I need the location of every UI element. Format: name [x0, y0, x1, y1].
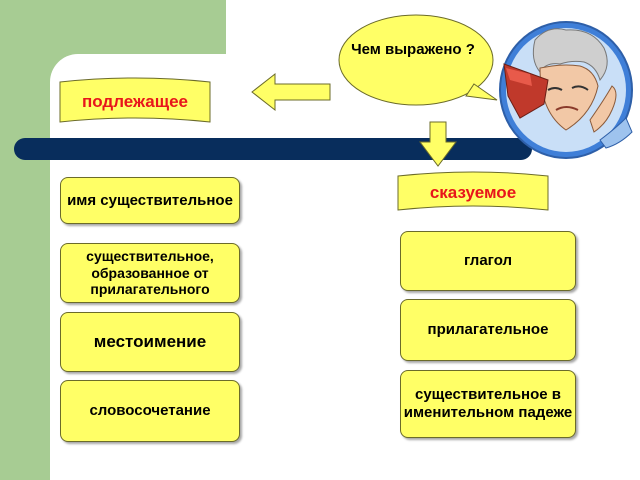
subject-label: подлежащее — [82, 92, 188, 111]
subject-item-phrase: словосочетание — [60, 380, 240, 442]
subject-item-pronoun: местоимение — [60, 312, 240, 372]
divider-bar — [14, 138, 532, 160]
predicate-label: сказуемое — [429, 183, 517, 202]
subject-item-substantivized-adjective: существительное, образованное от прилага… — [60, 243, 240, 303]
predicate-item-verb: глагол — [400, 231, 576, 291]
predicate-item-adjective: прилагательное — [400, 299, 576, 361]
question-text: Чем выражено ? — [351, 41, 475, 58]
predicate-item-nominative-noun: существительное в именительном падеже — [400, 370, 576, 438]
subject-item-noun: имя существительное — [60, 177, 240, 224]
